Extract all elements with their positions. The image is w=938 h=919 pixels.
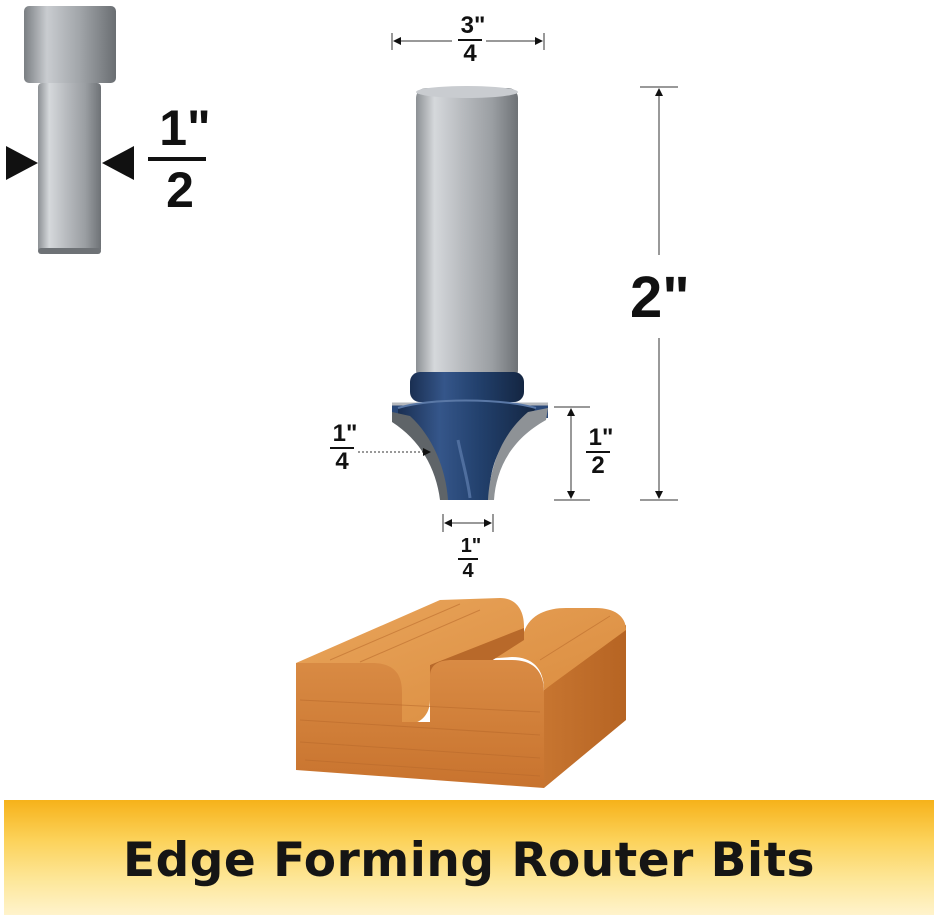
fraction-bar [458, 39, 482, 41]
cutting-width-numerator: 1" [460, 535, 482, 557]
shank-diameter-label: 3" 4 [450, 14, 490, 66]
fraction-bar [586, 451, 610, 453]
category-banner: Edge Forming Router Bits [4, 800, 934, 915]
cutting-length-denominator: 2 [591, 452, 605, 479]
wood-block [296, 598, 626, 788]
shank-size-numerator: 1" [159, 100, 211, 156]
cutting-length-dimension [554, 406, 590, 501]
cutting-width-dimension [442, 514, 494, 532]
cutting-width-label: 1" 4 [448, 536, 488, 582]
shank-size-denominator: 2 [166, 162, 194, 218]
banner-title: Edge Forming Router Bits [122, 833, 816, 888]
radius-numerator: 1" [332, 420, 358, 447]
shank-diameter-numerator: 3" [460, 12, 486, 39]
shank-diameter-denominator: 4 [463, 40, 477, 67]
shank-size-label: 1" 2 [148, 102, 212, 216]
overall-length-label: 2" [630, 265, 690, 330]
arrow-left-icon [102, 146, 134, 180]
arrow-right-icon [6, 146, 38, 180]
cutting-width-denominator: 4 [462, 560, 474, 582]
radius-denominator: 4 [335, 448, 349, 475]
fraction-bar [330, 447, 354, 449]
cutting-length-numerator: 1" [588, 424, 614, 451]
overall-length-dimension [640, 86, 678, 501]
radius-label: 1" 4 [322, 422, 362, 474]
shank-icon [6, 6, 134, 254]
router-bit [392, 86, 548, 500]
fraction-bar [458, 558, 478, 560]
cutting-length-label: 1" 2 [578, 426, 618, 478]
shank-diameter-dimension [391, 33, 545, 50]
fraction-bar [148, 157, 206, 161]
